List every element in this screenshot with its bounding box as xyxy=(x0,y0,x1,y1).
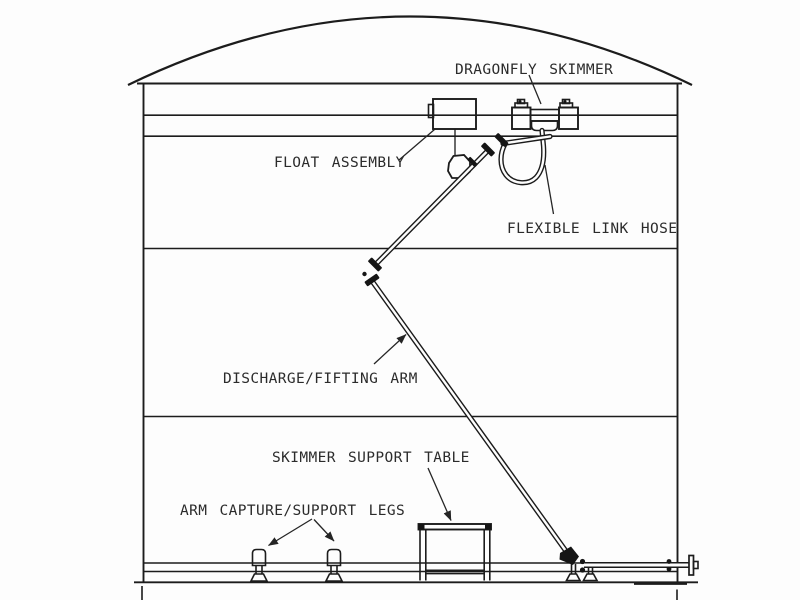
label-skimmer-support-table: SKIMMER SUPPORT TABLE xyxy=(272,450,470,466)
discharge-pipe xyxy=(584,554,699,576)
elbow-foot-left xyxy=(565,564,582,582)
arm-upper-segment xyxy=(373,148,490,267)
arm-elbow-swivel-joint xyxy=(362,257,382,287)
leader-capture-leg-right xyxy=(313,519,335,542)
table-leg-left xyxy=(419,529,427,581)
table-top xyxy=(417,523,492,531)
arm-lower-segment xyxy=(369,278,573,559)
leader-dragonfly-skimmer xyxy=(528,74,542,105)
leader-discharge-arm xyxy=(373,334,407,365)
skimmer-right-pontoon xyxy=(558,106,579,130)
label-flexible-link-hose: FLEXIBLE LINK HOSE xyxy=(507,221,677,237)
lug-pin-icon xyxy=(518,100,522,103)
base-elbow-fitting xyxy=(559,546,579,565)
pipe-bolt-icon xyxy=(666,559,672,564)
pipe-end-nub xyxy=(692,560,699,570)
skimmer-left-pontoon xyxy=(511,106,532,130)
leader-support-table xyxy=(427,467,452,521)
table-brace xyxy=(426,569,484,575)
label-float-assembly: FLOAT ASSEMBLY xyxy=(274,155,405,171)
float-assembly-box xyxy=(432,98,477,130)
pipe-bolt-icon xyxy=(666,566,672,572)
label-discharge-fifting-arm: DISCHARGE/FIFTING ARM xyxy=(223,371,418,387)
skimmer-link-tube xyxy=(500,133,553,147)
float-assembly xyxy=(427,98,477,179)
skimmer-lug-left xyxy=(514,98,529,109)
flexible-link-hose xyxy=(498,127,547,186)
discharge-arm xyxy=(362,133,573,559)
base-elbow-and-pipe xyxy=(559,546,699,582)
float-assembly-lug xyxy=(427,103,435,119)
labels: DRAGONFLY SKIMMER FLOAT ASSEMBLY FLEXIBL… xyxy=(180,62,677,519)
label-arm-capture-support-legs: ARM CAPTURE/SUPPORT LEGS xyxy=(180,503,405,519)
arm-capture-leg-left xyxy=(249,548,269,582)
skimmer-lug-right xyxy=(559,98,574,109)
leader-lines xyxy=(268,74,555,547)
arm-upper-swivel-joint xyxy=(467,133,509,168)
skimmer-weir-pan xyxy=(530,120,559,132)
leader-capture-leg-left xyxy=(268,518,313,547)
leader-flexible-link-hose xyxy=(544,164,555,215)
leader-float-assembly xyxy=(398,129,435,161)
skimmer-support-table xyxy=(417,523,492,581)
label-dragonfly-skimmer: DRAGONFLY SKIMMER xyxy=(455,62,613,78)
dragonfly-skimmer-unit xyxy=(511,98,579,132)
tank-dome xyxy=(127,15,693,86)
lug-pin-icon xyxy=(563,100,567,103)
elbow-foot-right xyxy=(582,566,599,582)
table-leg-right xyxy=(483,529,491,581)
arm-capture-leg-right xyxy=(324,548,344,582)
